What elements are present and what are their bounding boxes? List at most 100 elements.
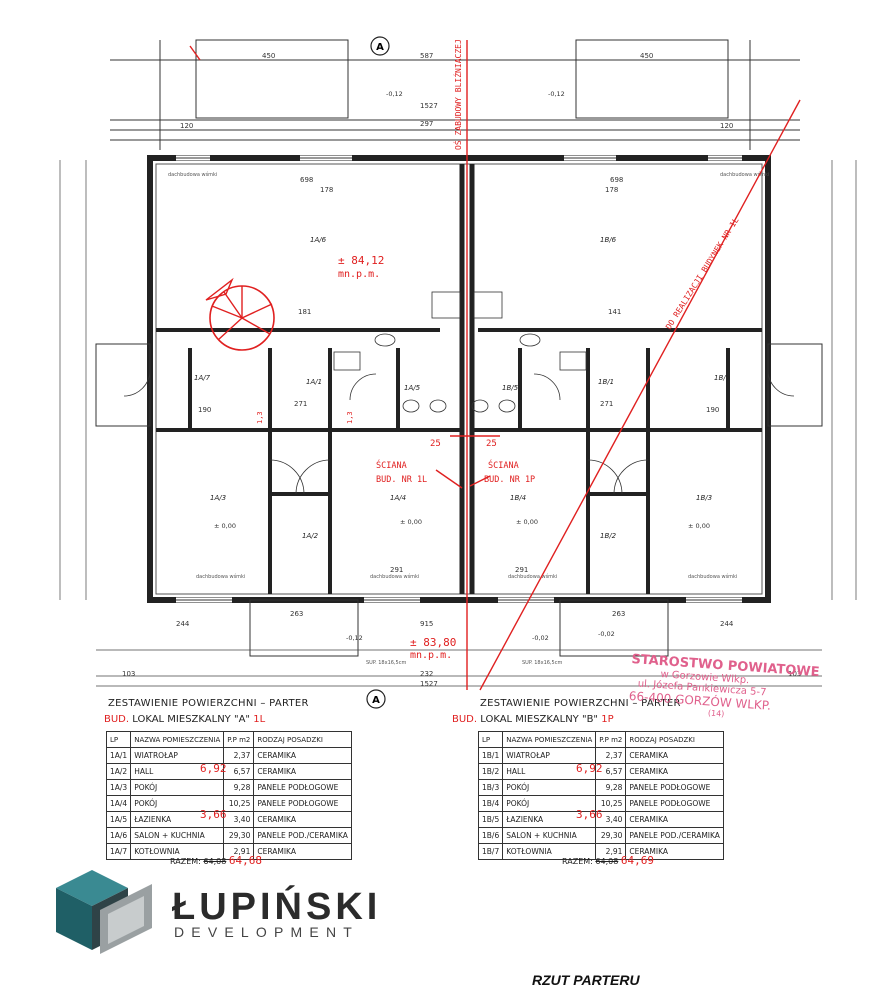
table-b-subtitle-building: 1P: [601, 714, 614, 725]
table-a-subtitle-text: LOKAL MIESZKALNY "A": [132, 714, 251, 725]
table-a-sum: RAZEM: 64,08 64,68: [170, 854, 262, 867]
cell-floor: PANELE PODŁOGOWE: [253, 795, 352, 812]
room-1b7: 1B/7: [714, 374, 731, 382]
svg-text:25: 25: [430, 439, 441, 449]
cell-lp: 1A/3: [105, 779, 132, 796]
svg-text:178: 178: [320, 186, 333, 194]
room-1a2: 1A/2: [302, 532, 319, 540]
cell-lp: 1A/2: [105, 763, 132, 780]
table-a-sum-correction: 64,68: [228, 854, 262, 867]
cell-lp: 1B/3: [477, 779, 504, 796]
cell-floor: PANELE PODŁOGOWE: [253, 779, 352, 796]
exterior-walls: [147, 155, 771, 603]
cell-area: 9,28: [595, 779, 627, 796]
section-a-bottom-marker: A: [366, 689, 386, 709]
room-1b2: 1B/2: [600, 532, 617, 540]
cell-lp: 1B/7: [477, 843, 504, 860]
table-b-sum: RAZEM: 64,08 64,69: [562, 854, 654, 867]
table-b-title: ZESTAWIENIE POWIERZCHNI – PARTER: [480, 698, 681, 709]
svg-text:-0,12: -0,12: [346, 634, 363, 642]
cell-name: POKÓJ: [502, 779, 597, 796]
svg-text:A: A: [372, 695, 380, 706]
area-table-a: LP NAZWA POMIESZCZENIA P.P m2 RODZAJ POS…: [105, 731, 352, 860]
table-a-sum-value: 64,08: [203, 857, 227, 866]
table-b-subtitle-text: LOKAL MIESZKALNY "B": [480, 714, 599, 725]
room-1b1: 1B/1: [598, 378, 614, 386]
cell-lp: 1B/1: [477, 747, 504, 764]
room-1b5: 1B/5: [502, 384, 519, 392]
svg-text:190: 190: [706, 406, 719, 414]
cell-floor: PANELE PODŁOGOWE: [625, 779, 724, 796]
svg-text:1527: 1527: [420, 102, 438, 110]
interior-walls: [156, 328, 762, 594]
svg-text:dachbudowa wśmki: dachbudowa wśmki: [168, 171, 217, 178]
cell-area: 10,25: [223, 795, 255, 812]
cell-lp: 1A/7: [105, 843, 132, 860]
svg-text:± 0,00: ± 0,00: [400, 518, 422, 526]
cell-lp: 1A/1: [105, 747, 132, 764]
svg-text:450: 450: [262, 52, 275, 60]
room-1b4: 1B/4: [510, 494, 526, 502]
svg-text:271: 271: [294, 400, 307, 408]
svg-text:SUP. 18x16,5cm: SUP. 18x16,5cm: [522, 660, 562, 666]
svg-text:103: 103: [788, 670, 801, 678]
table-a-sum-label: RAZEM:: [170, 857, 201, 866]
svg-text:dachbudowa wśmki: dachbudowa wśmki: [370, 573, 419, 580]
table-b-subtitle: BUD. LOKAL MIESZKALNY "B" 1P: [452, 714, 614, 725]
table-b-sum-value: 64,08: [595, 857, 619, 866]
room-1a6: 1A/6: [310, 236, 327, 244]
col-area: P.P m2: [595, 731, 627, 748]
cell-lp: 1A/6: [105, 827, 132, 844]
svg-text:mn.p.m.: mn.p.m.: [410, 650, 452, 661]
table-a-title: ZESTAWIENIE POWIERZCHNI – PARTER: [108, 698, 309, 709]
svg-text:698: 698: [300, 176, 313, 184]
col-area: P.P m2: [223, 731, 255, 748]
table-a-bath-correction: 3,66: [200, 808, 227, 821]
svg-text:232: 232: [420, 670, 433, 678]
room-1a1: 1A/1: [306, 378, 322, 386]
svg-text:-0,12: -0,12: [386, 90, 403, 98]
svg-text:120: 120: [720, 122, 733, 130]
cell-floor: CERAMIKA: [253, 763, 352, 780]
room-1a7: 1A/7: [194, 374, 211, 382]
svg-text:244: 244: [176, 620, 190, 628]
svg-text:OŚ ZABUDOWY BLIŹNIACZEJ: OŚ ZABUDOWY BLIŹNIACZEJ: [452, 39, 463, 150]
svg-text:± 83,80: ± 83,80: [410, 636, 456, 649]
area-table-b: LP NAZWA POMIESZCZENIA P.P m2 RODZAJ POS…: [477, 731, 724, 860]
table-b-sum-correction: 64,69: [620, 854, 654, 867]
cell-floor: PANELE POD./CERAMIKA: [253, 827, 352, 844]
cell-area: 2,91: [595, 843, 627, 860]
svg-text:-0,12: -0,12: [548, 90, 565, 98]
cell-area: 2,91: [223, 843, 255, 860]
cell-floor: PANELE PODŁOGOWE: [625, 795, 724, 812]
col-floor: RODZAJ POSADZKI: [625, 731, 724, 748]
table-b-sum-label: RAZEM:: [562, 857, 593, 866]
svg-text:141: 141: [608, 308, 621, 316]
cell-lp: 1A/5: [105, 811, 132, 828]
table-a-hall-correction: 6,92: [200, 762, 227, 775]
cell-name: POKÓJ: [130, 779, 225, 796]
cell-lp: 1B/6: [477, 827, 504, 844]
svg-text:dachbudowa wśmki: dachbudowa wśmki: [196, 573, 245, 580]
cell-area: 6,57: [223, 763, 255, 780]
cell-area: 29,30: [223, 827, 255, 844]
cell-floor: CERAMIKA: [253, 811, 352, 828]
cell-name: KOTŁOWNIA: [130, 843, 225, 860]
cell-lp: 1B/5: [477, 811, 504, 828]
svg-text:25: 25: [486, 439, 497, 449]
svg-text:-0,02: -0,02: [598, 630, 615, 638]
svg-text:A: A: [376, 42, 384, 53]
svg-text:1,3: 1,3: [346, 411, 354, 424]
svg-text:587: 587: [420, 52, 433, 60]
col-lp: LP: [477, 731, 504, 748]
table-a-subtitle-building: 1L: [253, 714, 266, 725]
svg-text:103: 103: [122, 670, 135, 678]
col-lp: LP: [105, 731, 132, 748]
cell-floor: CERAMIKA: [625, 843, 724, 860]
